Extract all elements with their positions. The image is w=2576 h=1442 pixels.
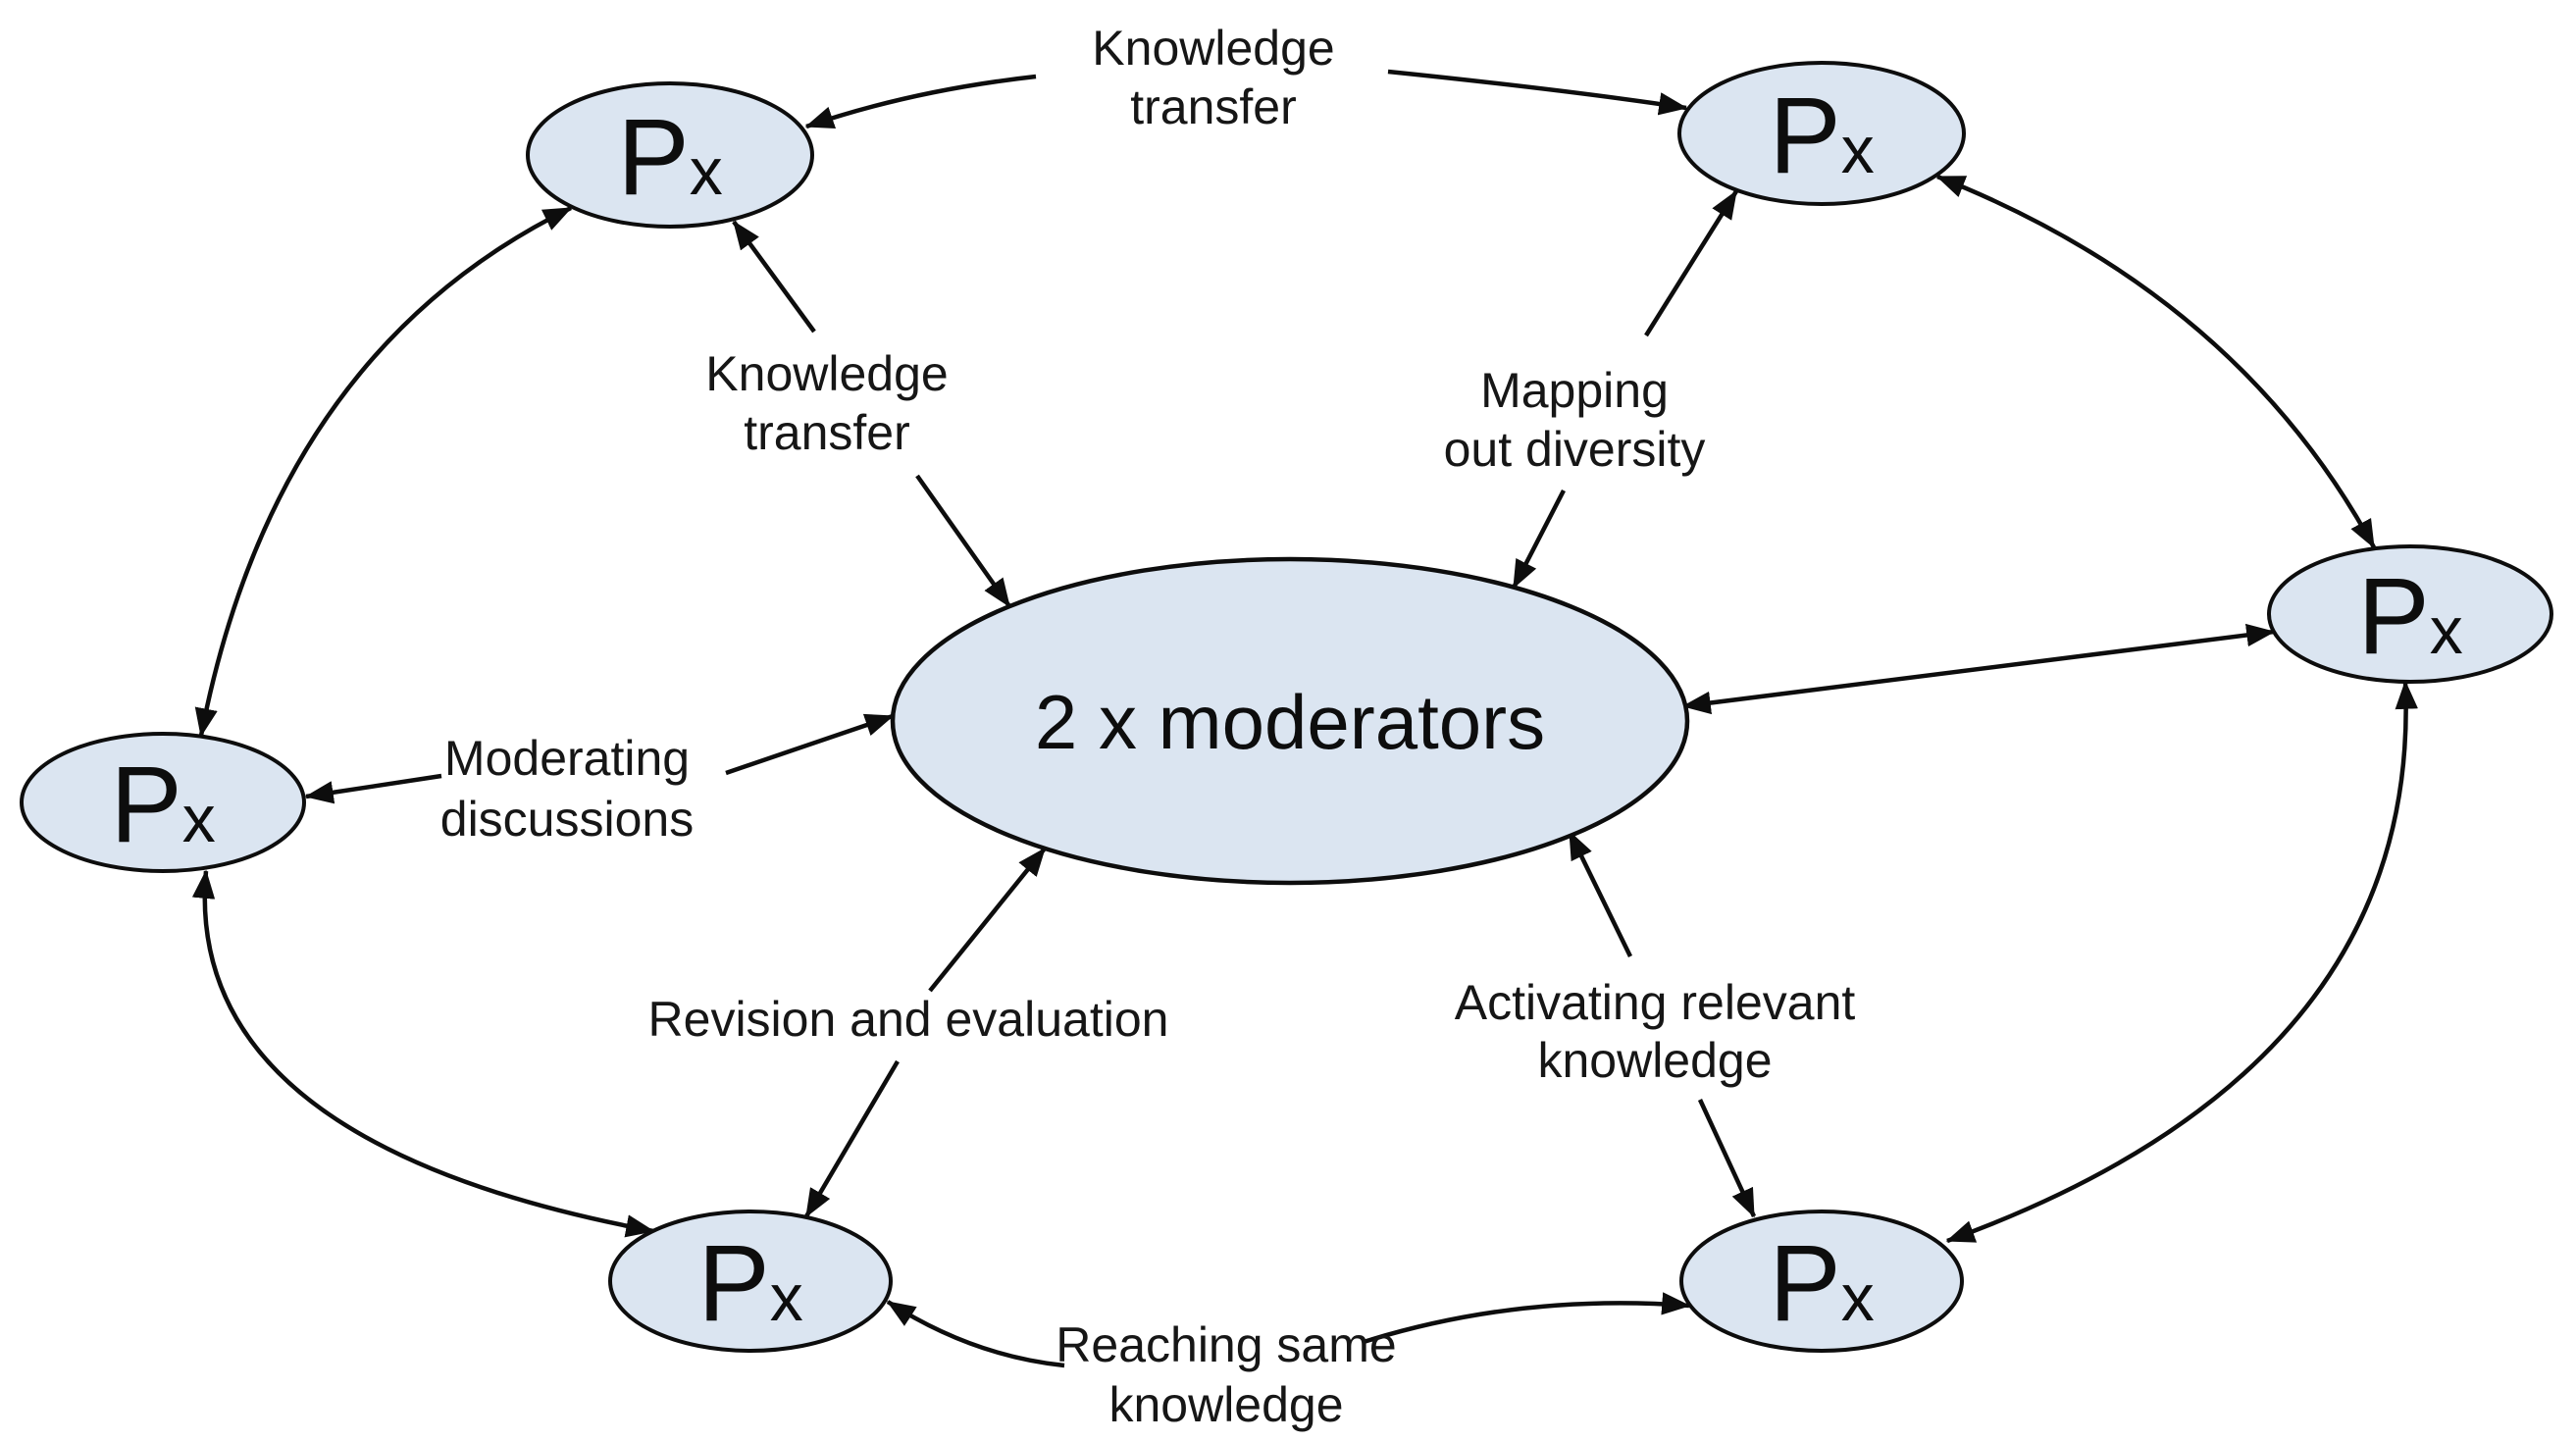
- participant-bottom-right-label: Px: [1769, 1223, 1874, 1344]
- label-revision-and-evaluation: Revision and evaluation: [648, 992, 1169, 1047]
- arrow-activating-label-to-center-node: [1567, 830, 1633, 957]
- label-activating-relevant-knowledge: Activating relevant knowledge: [1455, 975, 1856, 1088]
- label-line: Moderating: [444, 731, 690, 786]
- label-knowledge-transfer-inner: Knowledge transfer: [705, 346, 948, 460]
- arc-left-to-bottom-left-node: [191, 869, 655, 1238]
- label-line: Knowledge: [705, 346, 948, 401]
- label-line: Revision and evaluation: [648, 992, 1169, 1047]
- label-knowledge-transfer-top: Knowledge transfer: [1092, 21, 1334, 134]
- participant-top-left-ellipse: [526, 81, 814, 229]
- label-line: Reaching same: [1056, 1317, 1396, 1372]
- participant-label-main: P: [617, 97, 689, 218]
- label-line: Mapping: [1480, 363, 1669, 418]
- participant-node-bottom-left: Px: [608, 1210, 893, 1353]
- label-line: knowledge: [1108, 1377, 1343, 1432]
- arrow-mapping-label-to-top-right-node: [1644, 189, 1738, 337]
- label-line: transfer: [1130, 79, 1297, 134]
- participant-label-sub: x: [2430, 593, 2463, 668]
- nodes: 2 x moderators Px Px Px Px Px: [20, 61, 2553, 1353]
- arc-right-to-bottom-right-node: [1945, 680, 2418, 1244]
- label-line: transfer: [744, 405, 910, 460]
- arrow-revision-label-to-center-node: [928, 847, 1047, 993]
- label-line: out diversity: [1444, 422, 1706, 477]
- participant-left-label: Px: [110, 745, 215, 865]
- participant-label-sub: x: [770, 1261, 803, 1335]
- arrow-activating-label-to-bottom-right-node: [1697, 1099, 1757, 1218]
- arrow-revision-label-to-bottom-left-node: [804, 1059, 900, 1218]
- arrow-inner-label-to-center-node: [915, 474, 1011, 608]
- participant-top-right-label: Px: [1769, 76, 1874, 196]
- arrow-reaching-label-to-bottom-left-node: [886, 1300, 1065, 1368]
- arrow-reaching-label-to-bottom-right-node: [1363, 1292, 1691, 1345]
- arc-top-right-to-right-node: [1935, 174, 2376, 549]
- arrow-mapping-label-to-center-node: [1511, 489, 1567, 590]
- participant-left-ellipse: [20, 732, 306, 873]
- arrow-top-label-to-top-left-node: [804, 74, 1037, 129]
- arrow-moderating-label-to-center-node: [725, 713, 895, 776]
- center-node-ellipse: [890, 556, 1690, 886]
- participant-label-sub: x: [182, 782, 216, 856]
- participant-bottom-left-ellipse: [608, 1210, 893, 1353]
- participant-top-right-ellipse: [1677, 61, 1966, 206]
- edges: [191, 69, 2418, 1368]
- participant-node-bottom-right: Px: [1679, 1210, 1964, 1353]
- label-line: Activating relevant: [1455, 975, 1856, 1030]
- arrow-top-label-to-top-right-node: [1387, 69, 1688, 116]
- label-line: knowledge: [1537, 1033, 1772, 1088]
- participant-label-main: P: [110, 745, 181, 865]
- participant-right-ellipse: [2267, 544, 2553, 684]
- participant-label-main: P: [2357, 556, 2429, 677]
- participant-node-top-left: Px: [526, 81, 814, 229]
- participant-top-left-label: Px: [617, 97, 722, 218]
- arrow-moderating-label-to-left-node: [304, 773, 442, 804]
- participant-node-right: Px: [2267, 544, 2553, 684]
- label-line: discussions: [440, 792, 694, 847]
- edge-labels: Knowledge transfer Knowledge transfer Ma…: [440, 21, 1856, 1432]
- participant-node-top-right: Px: [1677, 61, 1966, 206]
- participant-right-label: Px: [2357, 556, 2462, 677]
- arrow-inner-label-to-top-left-node: [732, 220, 816, 334]
- participant-label-main: P: [697, 1223, 769, 1344]
- participant-bottom-left-label: Px: [697, 1223, 802, 1344]
- participant-node-left: Px: [20, 732, 306, 873]
- participant-label-sub: x: [1841, 113, 1875, 187]
- participant-label-main: P: [1769, 1223, 1840, 1344]
- label-mapping-out-diversity: Mapping out diversity: [1444, 363, 1706, 477]
- participant-label-sub: x: [690, 134, 723, 209]
- participant-label-main: P: [1769, 76, 1840, 196]
- participant-bottom-right-ellipse: [1679, 1210, 1964, 1353]
- label-line: Knowledge: [1092, 21, 1334, 76]
- label-reaching-same-knowledge: Reaching same knowledge: [1056, 1317, 1396, 1432]
- arrow-center-to-right-node: [1681, 623, 2276, 715]
- center-node-label: 2 x moderators: [1035, 679, 1545, 765]
- center-node-moderators: 2 x moderators: [890, 556, 1690, 886]
- participant-label-sub: x: [1841, 1261, 1875, 1335]
- arc-top-left-to-left-node: [194, 205, 573, 738]
- label-moderating-discussions: Moderating discussions: [440, 731, 694, 847]
